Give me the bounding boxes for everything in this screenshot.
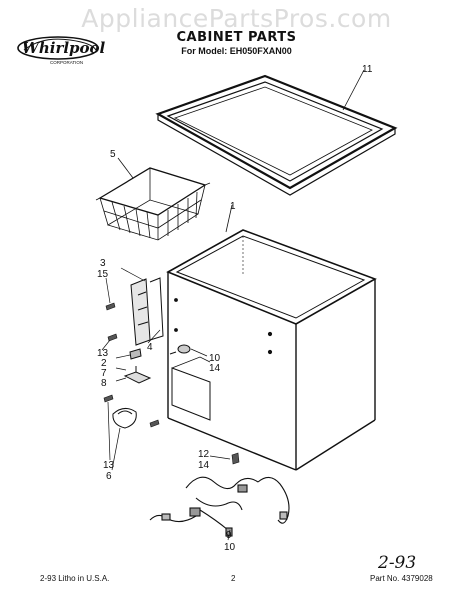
wire-basket: [95, 167, 211, 241]
callout-9: 9: [226, 530, 232, 541]
callout-2: 2: [101, 358, 107, 369]
callout-7: 7: [101, 368, 107, 379]
svg-text:CORPORATION: CORPORATION: [50, 60, 83, 65]
logo-swirl-icon: Whirlpool CORPORATION: [17, 36, 106, 65]
page-number: 2: [231, 574, 236, 583]
callout-6: 6: [106, 471, 112, 482]
model-subtitle: For Model: EH050FXAN00: [181, 46, 292, 56]
callout-15: 15: [97, 269, 109, 280]
callout-3: 3: [100, 258, 106, 269]
callout-10-upper: 10: [209, 353, 221, 364]
callout-11: 11: [362, 64, 373, 75]
callout-5: 5: [110, 149, 116, 160]
callout-14-lower: 14: [198, 460, 210, 471]
callout-13-lower: 13: [103, 460, 115, 471]
callout-4: 4: [147, 342, 153, 353]
leader-1: [225, 204, 233, 233]
svg-text:Whirlpool: Whirlpool: [22, 39, 106, 57]
handwritten-date: 2-93: [378, 553, 417, 573]
lid-gasket: [155, 74, 398, 196]
callout-13-upper: 13: [97, 348, 109, 359]
cabinet: [166, 229, 377, 471]
screws: [103, 302, 240, 465]
watermark: AppliancePartsPros.com: [81, 4, 392, 33]
thermostat-bracket: [112, 348, 152, 429]
callout-12: 12: [198, 449, 210, 460]
wiring-harness: [149, 476, 290, 537]
whirlpool-logo: Whirlpool CORPORATION: [12, 30, 108, 70]
part-number: Part No. 4379028: [370, 574, 433, 583]
leader-4: [147, 329, 161, 344]
callout-14-upper: 14: [209, 363, 221, 374]
litho-note: 2-93 Litho in U.S.A.: [40, 574, 110, 583]
leader-11: [342, 69, 365, 111]
leader-5: [117, 157, 134, 179]
hinge-assembly: [130, 277, 164, 346]
callout-8: 8: [101, 378, 107, 389]
page-title: CABINET PARTS: [176, 30, 297, 45]
callout-10-lower: 10: [224, 542, 236, 553]
drain-plug: [169, 344, 191, 355]
callout-1: 1: [230, 201, 236, 212]
leader-3: [120, 267, 146, 282]
